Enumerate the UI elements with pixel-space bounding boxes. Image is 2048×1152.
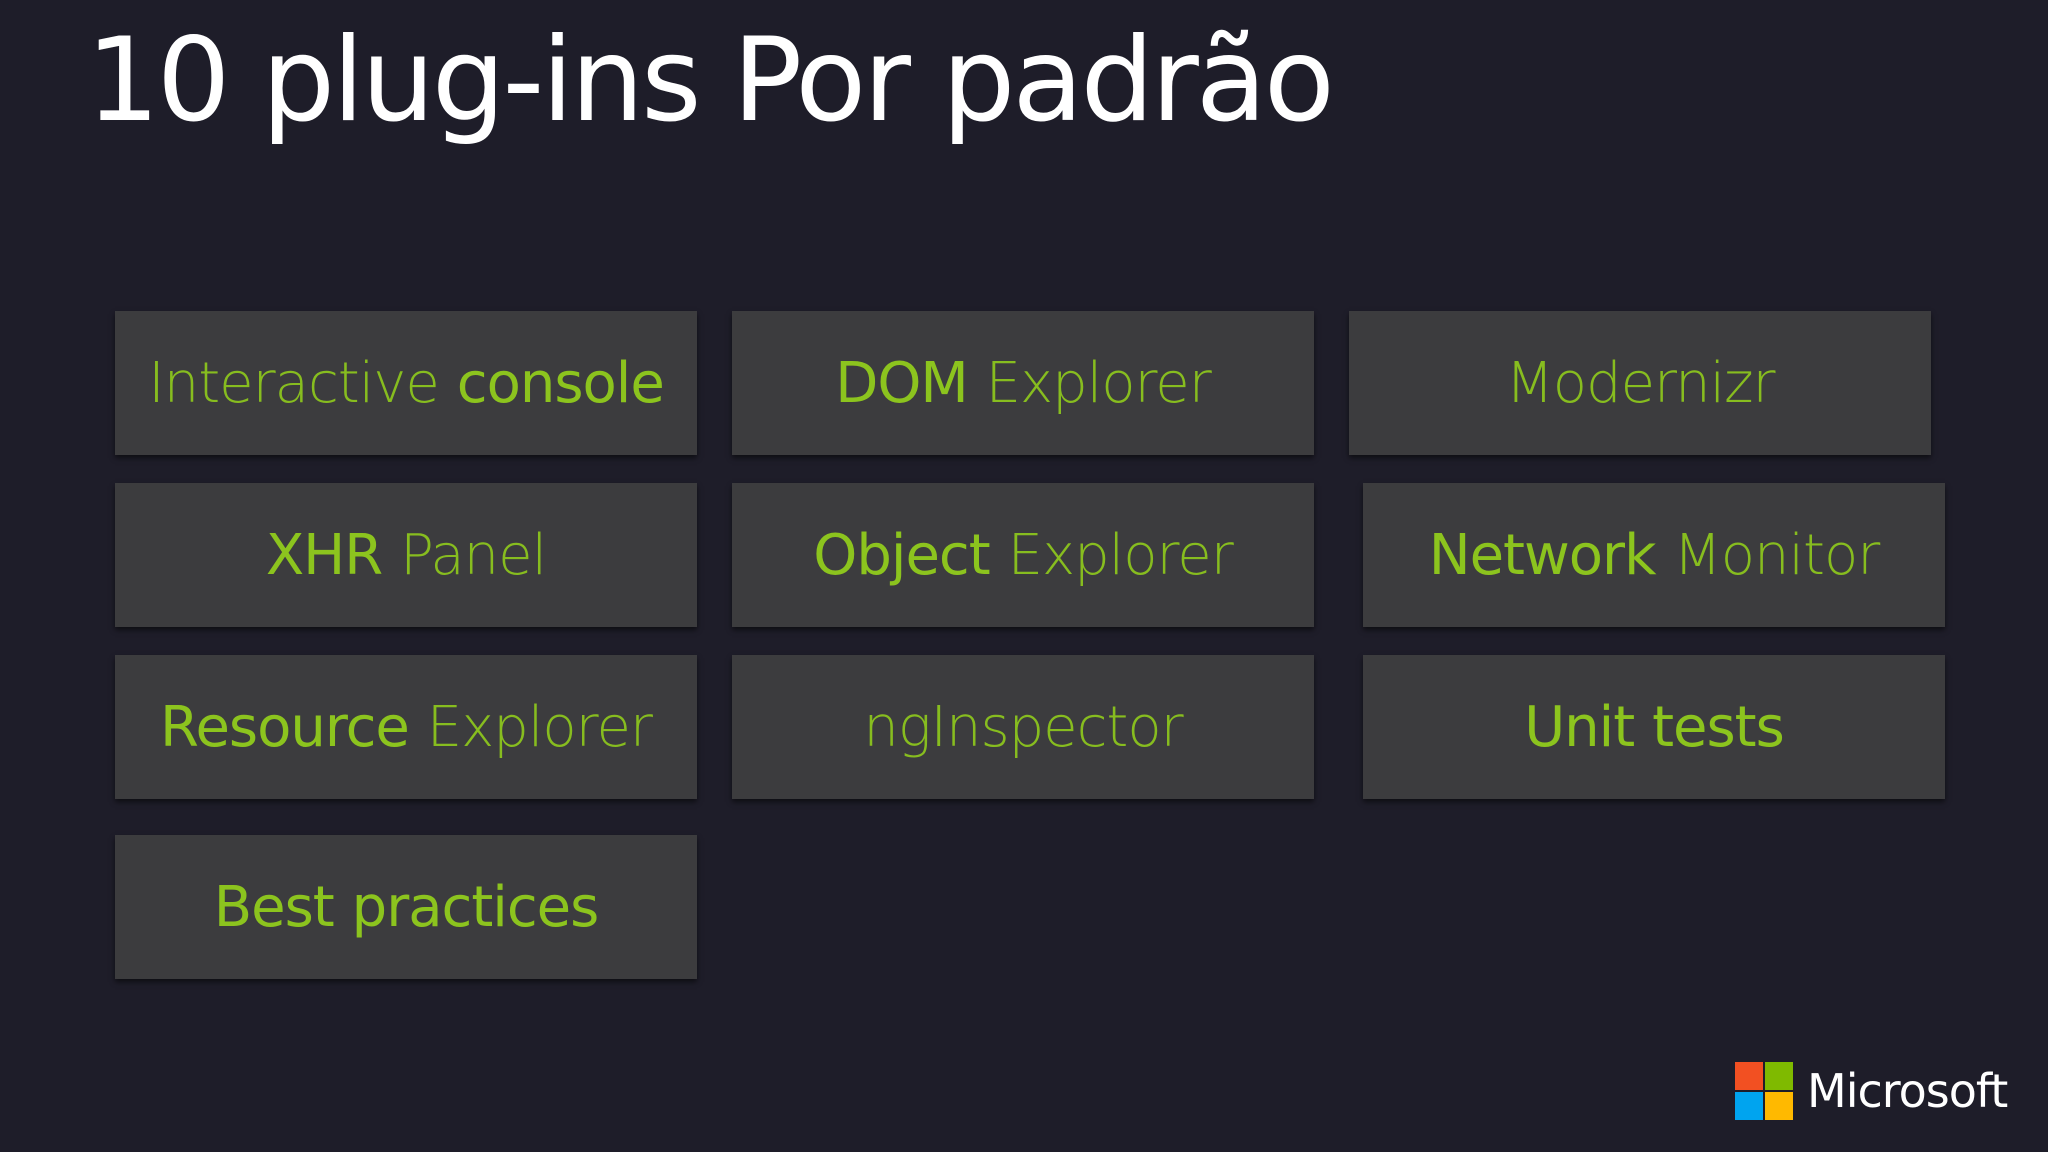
logo-wordmark: Microsoft	[1807, 1064, 2008, 1118]
tile-label-part1: DOM	[835, 350, 969, 416]
tile-label-part2: console	[456, 350, 665, 416]
tile-label-part2: Explorer	[1007, 522, 1234, 588]
logo-square-yellow	[1765, 1092, 1793, 1120]
tile-xhr-panel: XHR Panel	[115, 483, 697, 627]
tile-label-part1: Resource	[160, 694, 410, 760]
tile-label-part2: Panel	[400, 522, 547, 588]
logo-square-blue	[1735, 1092, 1763, 1120]
tile-label-part1: XHR	[265, 522, 383, 588]
tile-label-part2: Monitor	[1673, 522, 1880, 588]
tile-label-part1: Object	[813, 522, 990, 588]
tile-nginspector: ngInspector	[732, 655, 1314, 799]
tile-label-part2: tests	[1652, 694, 1785, 760]
tile-label-part2: Explorer	[985, 350, 1212, 416]
tile-label-part1: Interactive	[148, 350, 440, 416]
logo-square-green	[1765, 1062, 1793, 1090]
tile-label-part1: Unit	[1524, 694, 1635, 760]
tile-label-part2: practices	[351, 874, 600, 940]
tile-object-explorer: Object Explorer	[732, 483, 1314, 627]
slide-title: 10 plug-ins Por padrão	[86, 13, 1335, 148]
tile-label-part1: ngInspector	[863, 694, 1183, 760]
microsoft-logo: Microsoft	[1735, 1062, 2008, 1120]
tile-unit-tests: Unit tests	[1363, 655, 1945, 799]
tile-label-part1: Network	[1428, 522, 1657, 588]
tile-label-part1: Best	[213, 874, 335, 940]
logo-square-red	[1735, 1062, 1763, 1090]
tile-label-part1: Modernizr	[1505, 350, 1775, 416]
tile-modernizr: Modernizr	[1349, 311, 1931, 455]
microsoft-windows-icon	[1735, 1062, 1793, 1120]
tile-label-part2: Explorer	[426, 694, 653, 760]
